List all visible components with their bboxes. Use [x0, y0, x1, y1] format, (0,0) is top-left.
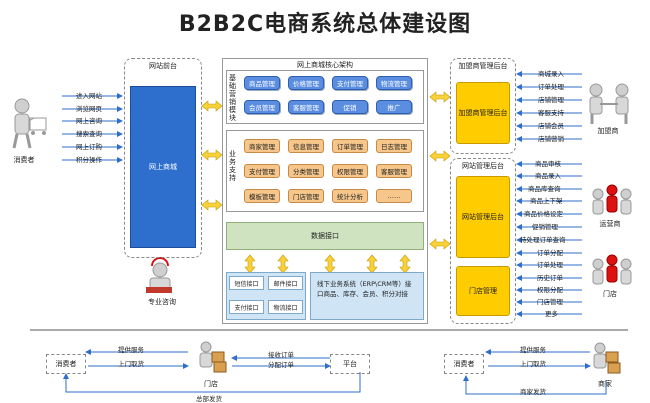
consumer-action: 网上订购	[76, 143, 102, 151]
core-architecture-panel	[222, 58, 428, 324]
franchisee-label: 加盟商	[597, 127, 619, 135]
mgmt-item: 订单处理	[537, 261, 563, 269]
sms-interface[interactable]: 短信接口	[229, 276, 264, 290]
data-interface-box[interactable]: 数据接口	[226, 222, 424, 250]
mail-interface[interactable]: 邮件接口	[268, 276, 303, 290]
module-price[interactable]: 价格管理	[288, 76, 324, 90]
module-member[interactable]: 会员管理	[244, 100, 280, 114]
mgmt-item: 商品上下架	[530, 197, 563, 205]
module-marketing[interactable]: 推广	[376, 100, 412, 114]
flow-pickup-label: 上门取货	[118, 360, 144, 368]
biz-order[interactable]: 订单管理	[332, 139, 368, 153]
store-delivery-icon	[199, 341, 227, 373]
business-support-panel	[226, 130, 424, 212]
basic-marketing-panel	[226, 70, 424, 124]
mgmt-item: 促销管理	[532, 223, 558, 231]
merchant-delivery-icon	[593, 342, 621, 374]
biz-permission[interactable]: 权限管理	[332, 164, 368, 178]
consumer-action: 搜索查询	[76, 130, 102, 138]
online-mall-box[interactable]: 网上商城	[130, 86, 196, 248]
operator-label: 运营商	[599, 220, 621, 228]
module-logistics[interactable]: 物流管理	[376, 76, 412, 90]
site-frontend-panel	[124, 58, 202, 258]
store-label: 门店	[603, 290, 617, 298]
flow-provide-label: 提供服务	[118, 346, 144, 354]
payment-interface[interactable]: 支付接口	[229, 300, 264, 314]
page-title: B2B2C电商系统总体建设图	[178, 12, 472, 37]
flow2-pickup-label: 上门取货	[520, 360, 546, 368]
flow2-merchant-label: 商家	[598, 380, 612, 388]
store-mgmt-box[interactable]: 门店管理	[456, 266, 510, 316]
mgmt-item: 商品录入	[535, 172, 561, 180]
site-mgmt-box[interactable]: 网站管理后台	[456, 176, 510, 258]
site-frontend-header: 网站前台	[149, 62, 177, 70]
franchise-item: 店铺会员	[538, 122, 564, 130]
flow-ship-label: 总部发货	[196, 395, 222, 403]
mgmt-item: 待处理订单查询	[520, 236, 566, 244]
flow-platform-box: 平台	[330, 354, 370, 374]
flow-assign-label: 分配订单	[268, 361, 294, 369]
store-group-icon	[592, 254, 632, 285]
mgmt-item: 订单分配	[537, 249, 563, 257]
biz-merchant[interactable]: 商家管理	[244, 139, 280, 153]
franchise-item: 订单处理	[538, 83, 564, 91]
biz-template[interactable]: 模板管理	[244, 189, 280, 203]
franchise-item: 商城录入	[538, 70, 564, 78]
mgmt-item: 更多	[545, 310, 558, 318]
logistics-interface[interactable]: 物流接口	[268, 300, 303, 314]
consult-figure-icon	[146, 257, 172, 293]
biz-store[interactable]: 门店管理	[288, 189, 324, 203]
consumer-action: 积分操作	[76, 156, 102, 164]
module-service[interactable]: 客服管理	[288, 100, 324, 114]
basic-marketing-label: 基础营销模块	[229, 74, 236, 122]
biz-service[interactable]: 客服管理	[376, 164, 412, 178]
flow2-consumer-box: 消费者	[444, 354, 484, 374]
consumer-action: 网上咨询	[76, 117, 102, 125]
biz-more[interactable]: ……	[376, 189, 412, 203]
flow-store-label: 门店	[204, 380, 218, 388]
module-promotion[interactable]: 促销	[332, 100, 368, 114]
biz-log[interactable]: 日志管理	[376, 139, 412, 153]
franchise-item: 店铺营销	[538, 135, 564, 143]
franchise-box[interactable]: 加盟商管理后台	[456, 82, 510, 144]
site-mgmt-header: 网站管理后台	[462, 162, 504, 170]
biz-payment[interactable]: 支付管理	[244, 164, 280, 178]
handshake-icon	[589, 83, 629, 124]
biz-info[interactable]: 信息管理	[288, 139, 324, 153]
mgmt-item: 商品价格设定	[524, 210, 563, 218]
biz-stats[interactable]: 统计分析	[332, 189, 368, 203]
mgmt-item: 门店管理	[537, 298, 563, 306]
flow2-ship-label: 商家发货	[520, 388, 546, 396]
site-mgmt-panel	[450, 158, 516, 324]
consumer-figure-icon	[12, 98, 47, 149]
franchise-item: 客服支持	[538, 109, 564, 117]
franchise-panel	[450, 58, 516, 154]
core-header: 网上商城核心架构	[297, 61, 353, 69]
franchise-header: 加盟商管理后台	[458, 62, 508, 70]
flow-consumer-box: 消费者	[46, 354, 86, 374]
flow2-provide-label: 提供服务	[520, 346, 546, 354]
operator-group-icon	[592, 184, 632, 215]
module-product[interactable]: 商品管理	[244, 76, 280, 90]
offline-system-box[interactable]: 线下业务系统（ERP\CRM等）接口商品、库存、会员、积分对接	[310, 272, 424, 320]
module-payment[interactable]: 支付管理	[332, 76, 368, 90]
mgmt-item: 商品审核	[535, 160, 561, 168]
consumer-action: 进入网站	[76, 92, 102, 100]
biz-category[interactable]: 分类管理	[288, 164, 324, 178]
franchise-item: 店铺管理	[538, 96, 564, 104]
consumer-action: 浏览网页	[76, 105, 102, 113]
mgmt-item: 商品库查询	[528, 185, 561, 193]
mgmt-item: 权限分配	[537, 286, 563, 294]
business-support-label: 业务支持	[229, 150, 236, 182]
mgmt-item: 历史订单	[537, 274, 563, 282]
consumer-label: 消费者	[13, 156, 35, 164]
flow-receive-label: 接收订单	[268, 351, 294, 359]
consult-label: 专业咨询	[148, 298, 176, 306]
